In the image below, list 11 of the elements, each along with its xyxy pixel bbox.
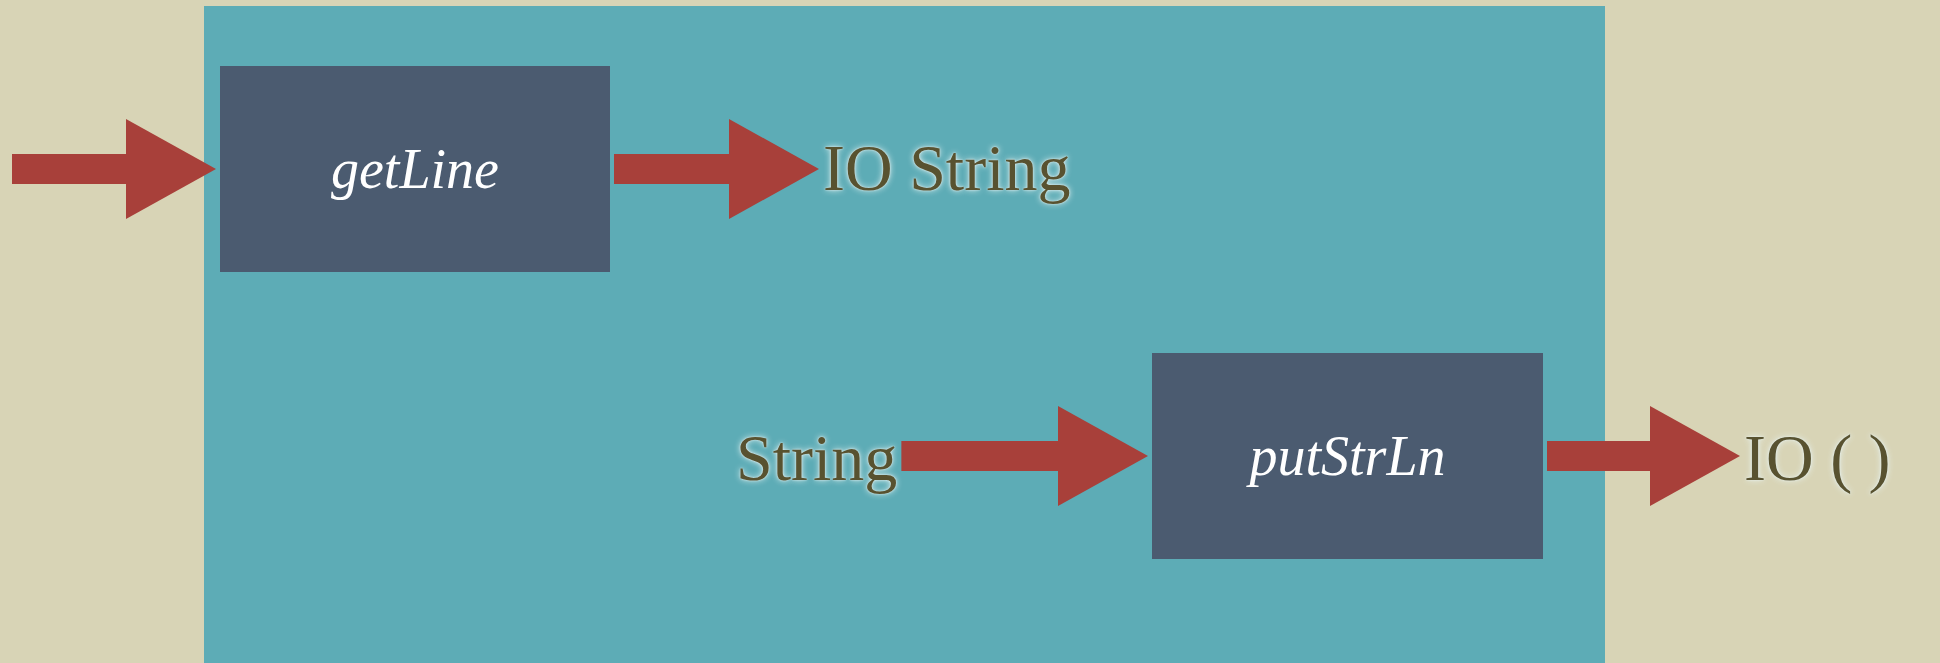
type-label: String xyxy=(736,420,898,496)
arrow xyxy=(12,119,216,219)
type-label: IO String xyxy=(823,130,1071,206)
arrow xyxy=(1547,406,1740,506)
type-label: IO ( ) xyxy=(1744,420,1891,496)
function-box xyxy=(220,66,610,272)
arrow xyxy=(614,119,819,219)
container-panel xyxy=(204,6,1605,663)
function-name: getLine xyxy=(331,137,499,201)
function-box xyxy=(1152,353,1543,559)
arrow xyxy=(901,406,1148,506)
